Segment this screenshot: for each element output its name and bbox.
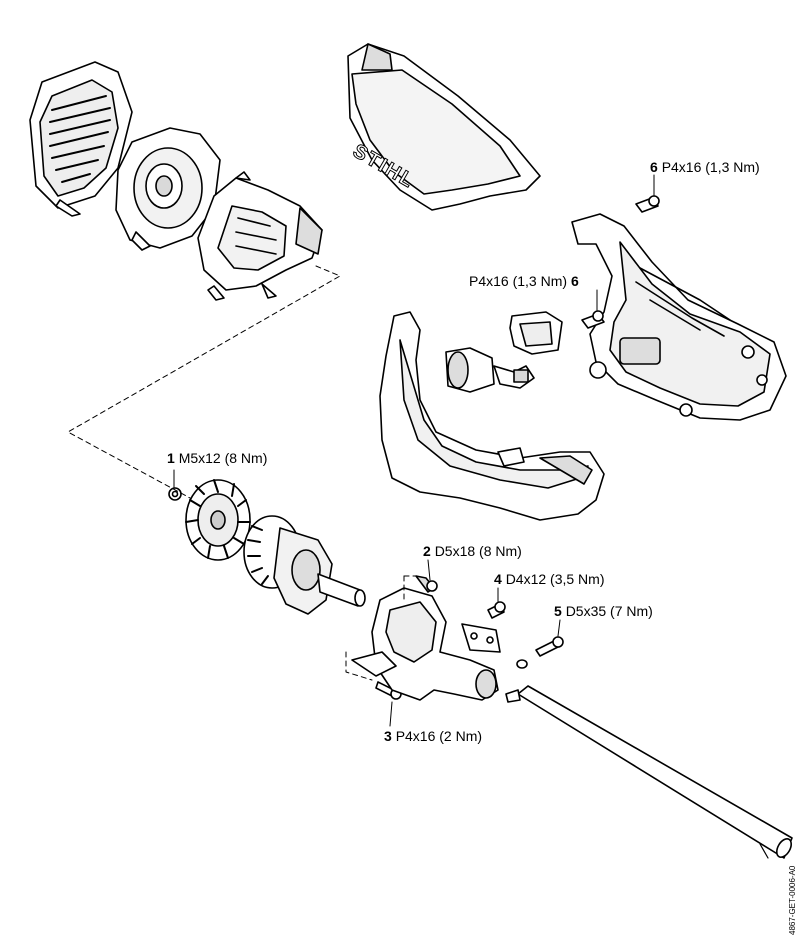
document-id: 4867-GET-0006-A0 <box>788 865 797 935</box>
tube-adapter-housing <box>351 587 501 701</box>
screw-4 <box>487 601 506 619</box>
right-handle-half <box>571 213 787 421</box>
screw-6-middle <box>581 310 605 329</box>
top-cover <box>347 43 541 211</box>
screw-5 <box>516 636 564 669</box>
fan-wheel <box>185 479 251 561</box>
screw-6-top <box>635 195 660 213</box>
assembly-lines <box>67 265 417 681</box>
fan-cover <box>29 61 133 217</box>
leader-lines <box>173 174 655 727</box>
fan-scroll-duct <box>197 171 323 301</box>
screw-2 <box>415 575 438 593</box>
callout-1: 1 M5x12 (8 Nm) <box>167 450 268 466</box>
left-handle-half <box>379 311 605 521</box>
electric-motor <box>243 515 366 615</box>
switch-assembly <box>445 311 563 393</box>
callout-3: 3 P4x16 (2 Nm) <box>384 728 483 744</box>
fan-housing-plate <box>115 127 221 251</box>
drive-tube <box>505 685 793 859</box>
callout-4: 4 D4x12 (3,5 Nm) <box>494 571 605 587</box>
callout-2: 2 D5x18 (8 Nm) <box>423 543 522 559</box>
callout-5: 5 D5x35 (7 Nm) <box>554 603 653 619</box>
screw-1 <box>168 487 182 501</box>
callout-6-middle: P4x16 (1,3 Nm) 6 <box>469 273 579 289</box>
callout-6-top: 6 P4x16 (1,3 Nm) <box>650 159 760 175</box>
